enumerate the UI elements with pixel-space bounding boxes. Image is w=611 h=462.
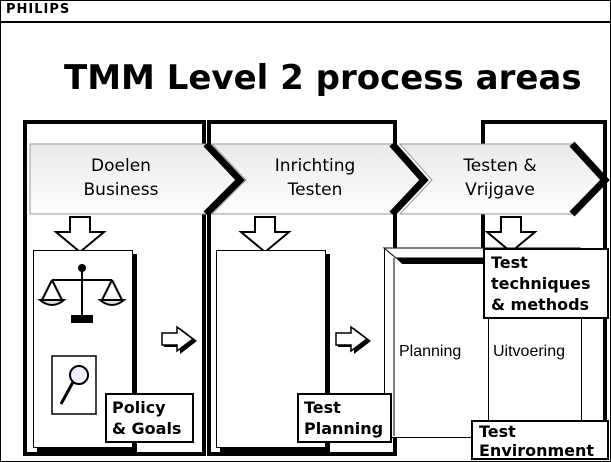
down-arrow-2: [238, 216, 292, 254]
label-techniques-line3: & methods: [491, 295, 590, 314]
label-policy-line1: Policy: [112, 398, 166, 417]
label-techniques-line1: Test: [491, 253, 528, 272]
label-policy-line2: & Goals: [112, 419, 182, 438]
stage-label-business: Doelen Business: [56, 154, 186, 202]
label-environment-line2: Environment: [479, 441, 595, 460]
label-test-planning: Test Planning: [297, 393, 392, 443]
magnifier-icon: [51, 355, 97, 415]
chevron-edge-3: [569, 141, 610, 217]
label-test-techniques: Test techniques & methods: [483, 248, 609, 319]
stage-label-setup-line2: Testen: [287, 180, 343, 200]
planning-doc-label: Planning: [399, 343, 462, 360]
chevron-edge-1: [203, 141, 245, 217]
header-rule: [0, 21, 611, 23]
philips-logo: PHILIPS: [6, 2, 71, 17]
chevron-edge-2: [389, 141, 429, 217]
label-test-environment: Test Environment: [471, 420, 609, 460]
label-planning-line1: Test: [304, 398, 341, 417]
down-arrow-3: [484, 216, 538, 254]
stage-label-release: Testen & Vrijgave: [440, 154, 560, 202]
stage-label-release-line1: Testen &: [463, 156, 537, 176]
stage-label-business-line1: Doelen: [91, 156, 151, 176]
stage-label-business-line2: Business: [83, 180, 159, 200]
stage-label-setup: Inrichting Testen: [250, 154, 380, 202]
execution-doc-label: Uitvoering: [493, 343, 566, 360]
down-arrow-1: [53, 216, 107, 254]
stage-label-release-line2: Vrijgave: [465, 180, 535, 200]
label-planning-line2: Planning: [304, 419, 384, 438]
slide-title: TMM Level 2 process areas: [64, 58, 582, 98]
scales-icon: [37, 264, 127, 323]
stage-label-setup-line1: Inrichting: [274, 156, 356, 176]
column-policy: [23, 120, 206, 456]
label-environment-line1: Test: [479, 422, 516, 441]
label-policy-goals: Policy & Goals: [105, 393, 194, 443]
right-arrow-2: [335, 325, 371, 354]
label-techniques-line2: techniques: [491, 274, 591, 293]
right-arrow-1: [161, 325, 197, 354]
